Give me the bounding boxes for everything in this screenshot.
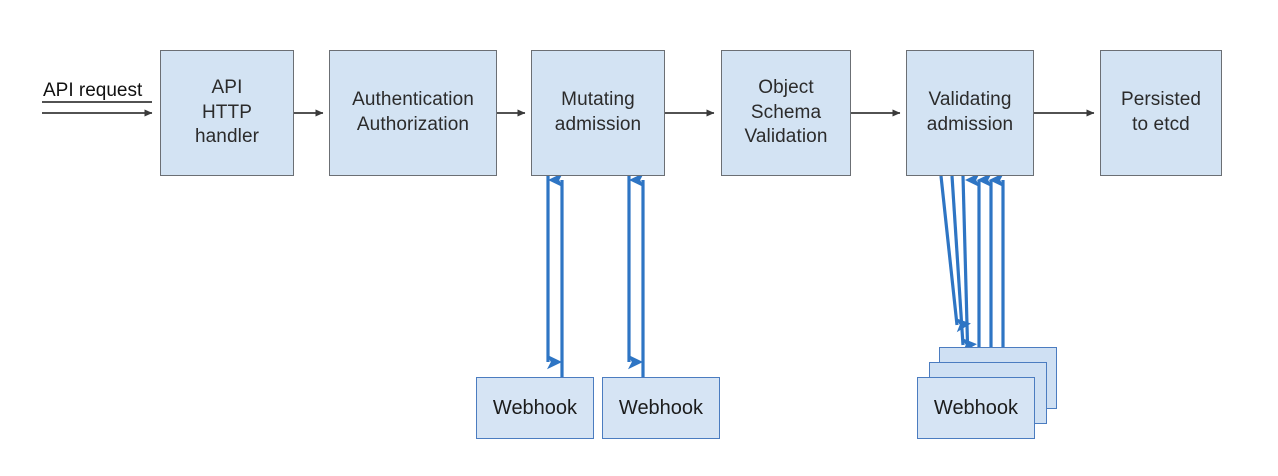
stage-object-schema-validation[interactable]: Object Schema Validation: [721, 50, 851, 176]
stage-persisted-to-etcd[interactable]: Persisted to etcd: [1100, 50, 1222, 176]
stage-mutating-admission[interactable]: Mutating admission: [531, 50, 665, 176]
api-request-label: API request: [43, 80, 143, 101]
main-flow-arrows: [42, 101, 1095, 117]
mutating-webhook-1-connectors: [546, 172, 564, 378]
mutating-webhook-2-connectors: [627, 172, 645, 378]
arrow-validating-to-webhook-b: [950, 175, 977, 353]
webhook-box-validating-front[interactable]: Webhook: [917, 377, 1035, 439]
stage-authentication-authorization[interactable]: Authentication Authorization: [329, 50, 497, 176]
stage-api-http-handler[interactable]: API HTTP handler: [160, 50, 294, 176]
arrow-validating-to-webhook-a: [939, 175, 971, 333]
stage-validating-admission[interactable]: Validating admission: [906, 50, 1034, 176]
validating-webhook-connectors: [939, 172, 1005, 378]
arrow-validating-to-webhook-c: [961, 175, 982, 370]
webhook-box-mutating-2[interactable]: Webhook: [602, 377, 720, 439]
webhook-box-mutating-1[interactable]: Webhook: [476, 377, 594, 439]
